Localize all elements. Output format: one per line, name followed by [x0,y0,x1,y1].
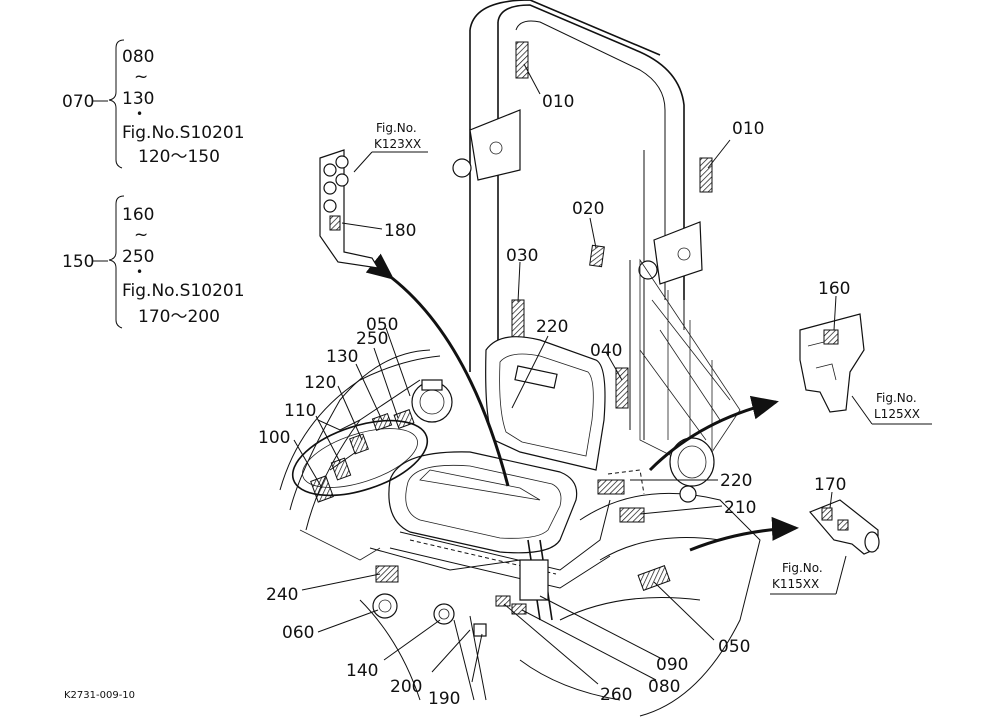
detail-handle-k115: Fig.No. K115XX [770,499,880,595]
figref-k123-code: K123XX [374,137,421,151]
callout-240: 240 [266,585,298,605]
figref-k115-label: Fig.No. [782,561,823,575]
pointer-arrow-k123 [365,253,510,487]
figref-l125-code: L125XX [874,407,920,421]
callout-080: 080 [648,677,680,697]
callout-040: 040 [590,341,622,361]
dashboard [279,349,453,561]
figref-k123-label: Fig.No. [376,121,417,135]
legend-a-from: 080 [122,47,154,67]
detail-bracket-k123: Fig.No. K123XX [319,121,428,269]
legend-b-tilde: ~ [134,225,148,245]
legend-group-b: 150 160 ~ 250 • Fig.No.S10201 170～200 [62,195,245,329]
callout-100: 100 [258,428,290,448]
legend-b-ref: 150 [62,252,94,272]
callout-090: 090 [656,655,688,675]
callout-260: 260 [600,685,632,705]
callout-010: 010 [542,92,574,112]
legend-b-fig: Fig.No.S10201 [122,281,245,301]
callout-210: 210 [724,498,756,518]
legend-a-range: 120～150 [138,147,220,167]
figref-l125-label: Fig.No. [876,391,917,405]
callout-180: 180 [384,221,416,241]
callout-250: 250 [356,329,388,349]
drawing-code: K2731-009-10 [64,690,135,701]
callout-120: 120 [304,373,336,393]
callout-220: 220 [720,471,752,491]
legend-b-range: 170～200 [138,307,220,327]
pointer-arrow-l125 [648,395,779,472]
legend-a-tilde: ~ [134,67,148,87]
callout-160: 160 [818,279,850,299]
callout-220: 220 [536,317,568,337]
callout-200: 200 [390,677,422,697]
detail-bracket-l125: Fig.No. L125XX [799,313,932,425]
callout-110: 110 [284,401,316,421]
legend-a-dot: • [136,107,143,121]
callout-060: 060 [282,623,314,643]
legend-b-from: 160 [122,205,154,225]
callout-170: 170 [814,475,846,495]
legend-b-to: 250 [122,247,154,267]
callout-010: 010 [732,119,764,139]
legend-b-dot: • [136,265,143,279]
callout-020: 020 [572,199,604,219]
callout-030: 030 [506,246,538,266]
rear-body [559,437,761,717]
legend-a-ref: 070 [62,92,94,112]
lower-controls [359,539,621,701]
callout-050: 050 [718,637,750,657]
callout-labels: 010 010 020 030 040 050 050 060 080 090 … [258,92,850,709]
legend-a-to: 130 [122,89,154,109]
legend-a-fig: Fig.No.S10201 [122,123,245,143]
leader-lines [293,63,837,685]
callout-190: 190 [428,689,460,709]
pointer-arrow-k115 [689,516,799,552]
rops-frame [452,0,713,440]
figref-k115-code: K115XX [772,577,819,591]
callout-140: 140 [346,661,378,681]
legend-group-a: 070 080 ~ 130 • Fig.No.S10201 120～150 [62,39,245,169]
callout-050: 050 [366,315,398,335]
operator-seat [388,336,611,589]
callout-130: 130 [326,347,358,367]
